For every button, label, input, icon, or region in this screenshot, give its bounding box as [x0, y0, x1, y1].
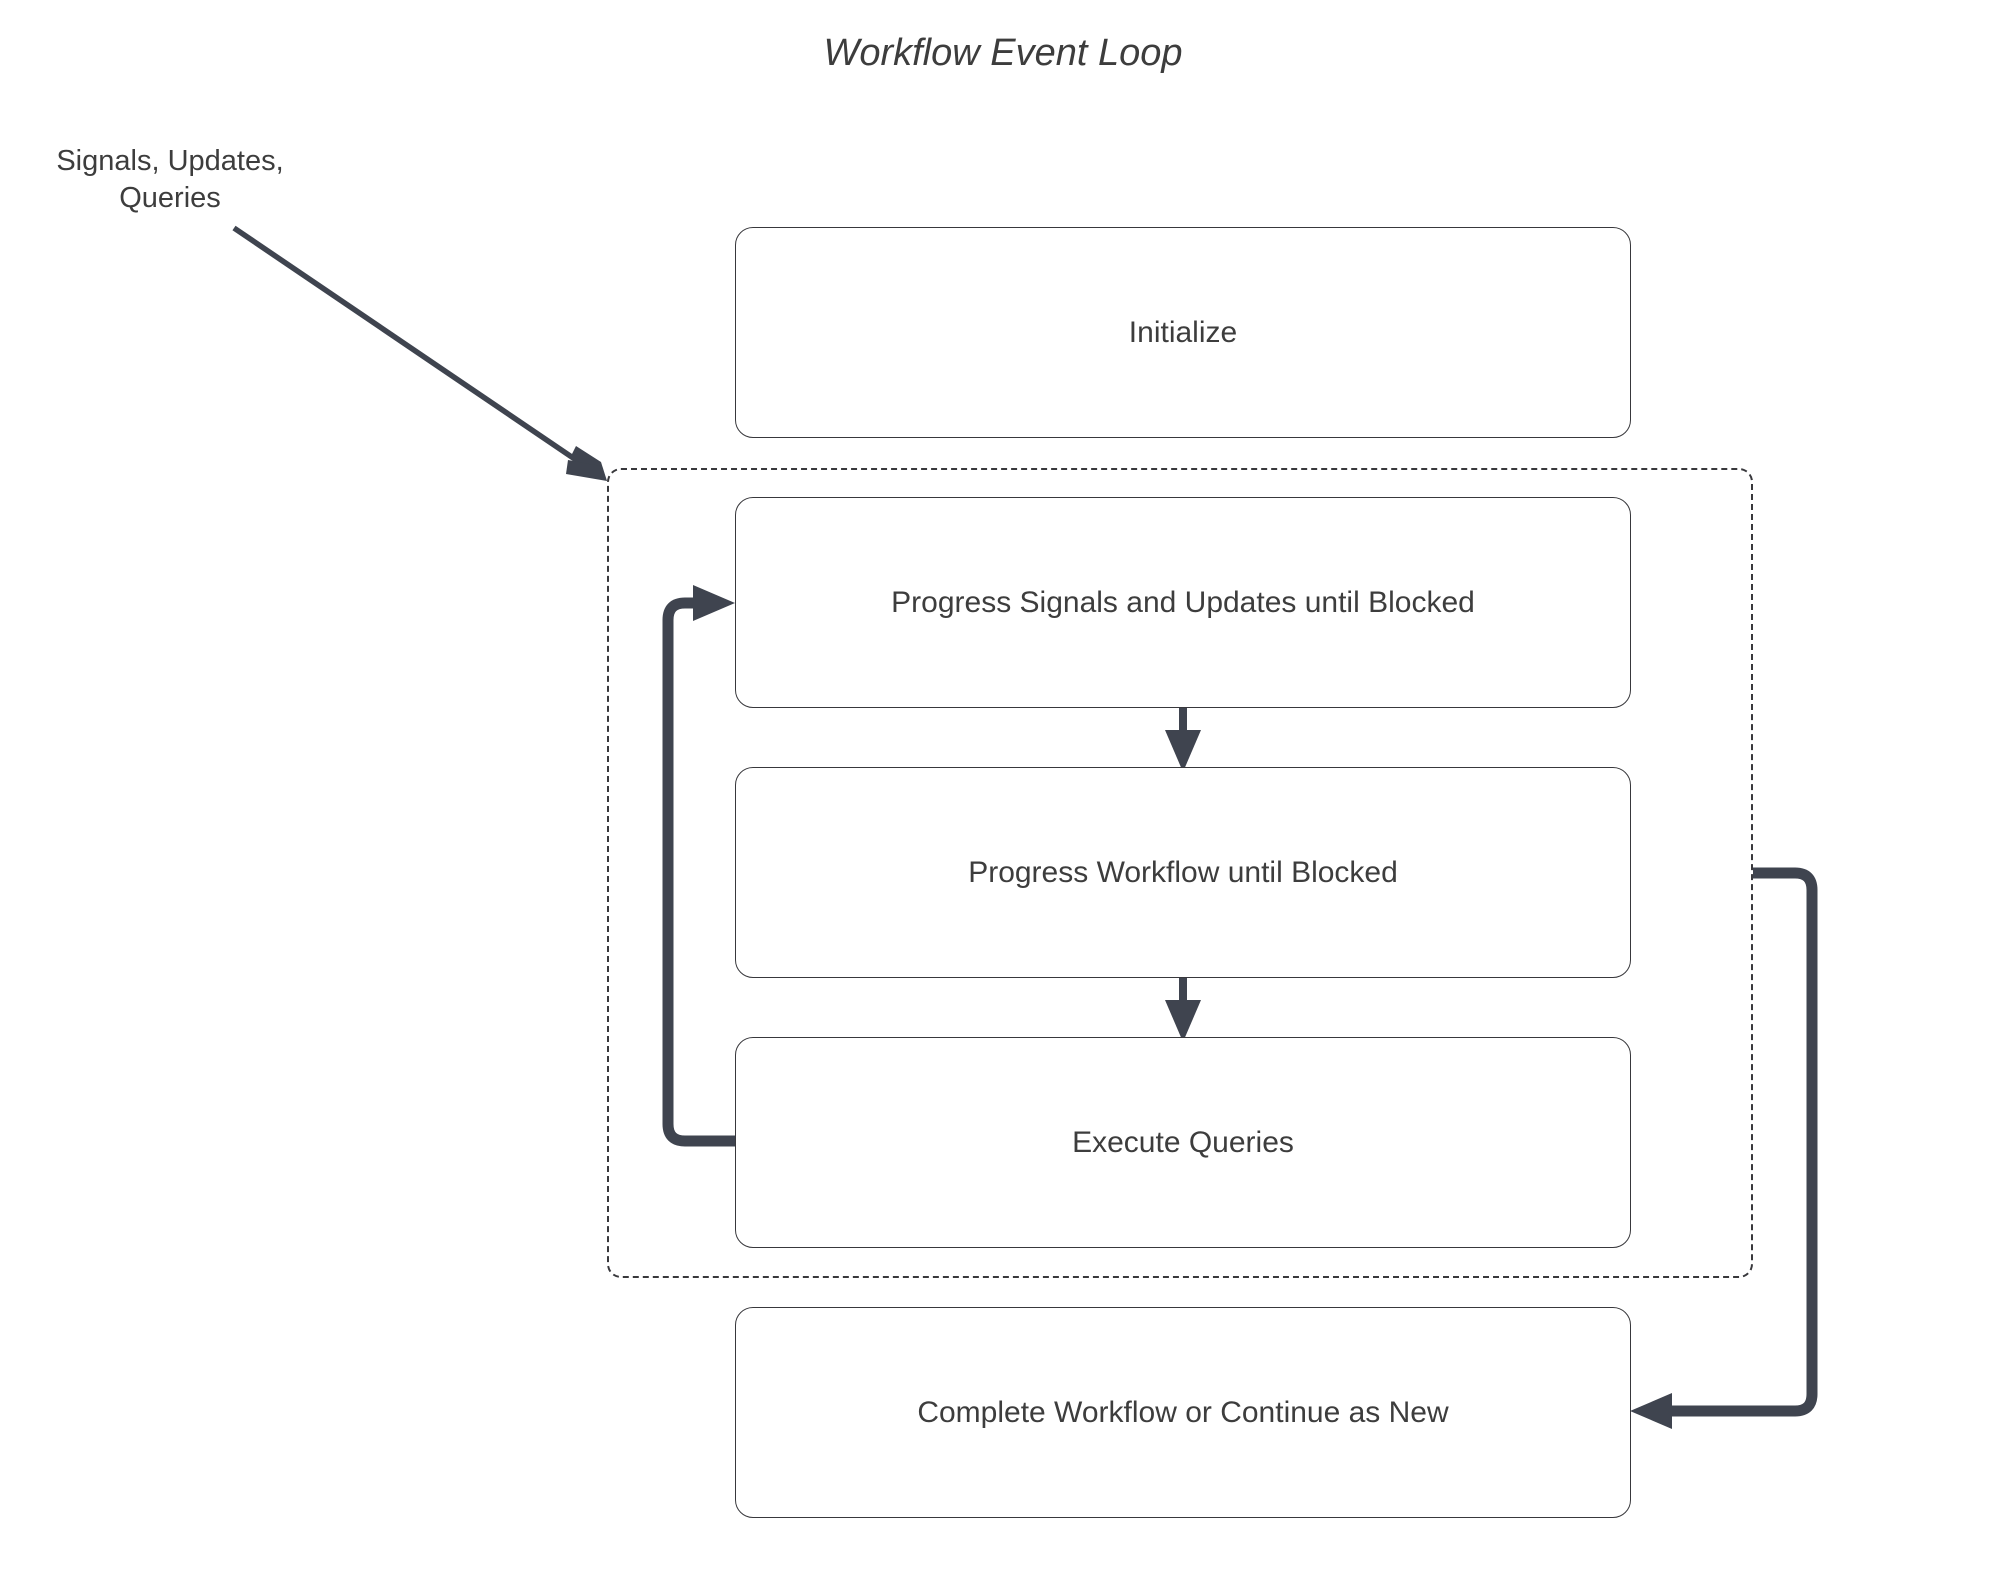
- edge-signals-to-workflow: [1165, 707, 1201, 772]
- external-input-label-line1: Signals, Updates,: [56, 145, 284, 177]
- external-input-label: Signals, Updates, Queries: [30, 143, 310, 217]
- edge-loop-to-complete: [1630, 867, 1818, 1429]
- page-title: Workflow Event Loop: [0, 32, 2006, 75]
- node-progress-signals[interactable]: [735, 497, 1631, 708]
- node-execute-queries[interactable]: [735, 1037, 1631, 1248]
- node-complete-workflow[interactable]: [735, 1307, 1631, 1518]
- edge-signals-to-loop: [232, 225, 607, 481]
- node-initialize[interactable]: [735, 227, 1631, 438]
- edge-workflow-to-queries: [1165, 977, 1201, 1042]
- edge-loop-back: [662, 585, 735, 1147]
- event-loop-container: [607, 468, 1753, 1278]
- node-progress-workflow[interactable]: [735, 767, 1631, 978]
- external-input-label-line2: Queries: [119, 182, 221, 215]
- diagram-title-text: Workflow Event Loop: [823, 32, 1183, 74]
